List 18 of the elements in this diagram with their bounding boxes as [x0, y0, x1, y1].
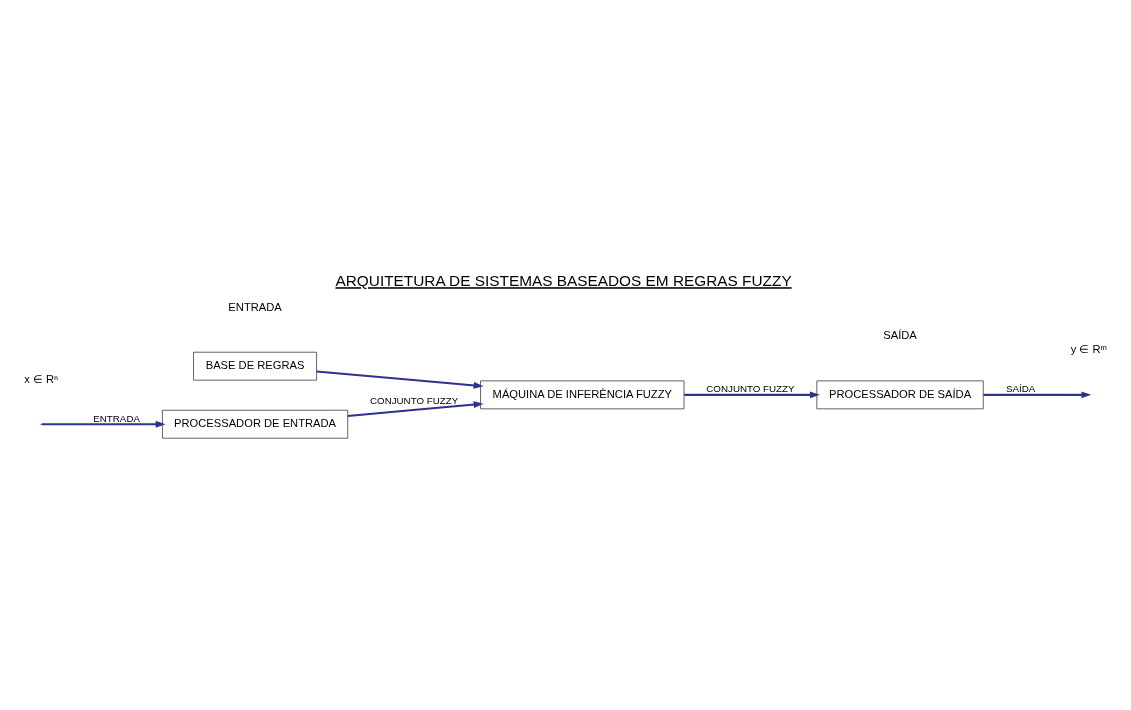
node-box: PROCESSADOR DE ENTRADA [162, 409, 349, 439]
edge-label: CONJUNTO FUZZY [370, 395, 459, 407]
edge-label: CONJUNTO FUZZY [706, 383, 795, 395]
label: y ∈ Rᵐ [1070, 343, 1107, 356]
diagram-title: ARQUITETURA DE SISTEMAS BASEADOS EM REGRAS FUZZY [335, 272, 792, 290]
edge-label: SAÍDA [1006, 383, 1036, 395]
node-box: PROCESSADOR DE SAÍDA [816, 380, 984, 410]
arrow [41, 420, 166, 428]
label: SAÍDA [883, 329, 917, 342]
label: ENTRADA [228, 300, 282, 313]
node-box: BASE DE REGRAS [193, 351, 317, 381]
arrow [316, 370, 484, 389]
edge-label: ENTRADA [93, 412, 140, 424]
label: x ∈ Rⁿ [24, 372, 59, 385]
node-box: MÁQUINA DE INFERÊNCIA FUZZY [480, 380, 685, 410]
arrow [347, 401, 484, 417]
arrow [684, 391, 820, 399]
arrow [983, 391, 1092, 399]
